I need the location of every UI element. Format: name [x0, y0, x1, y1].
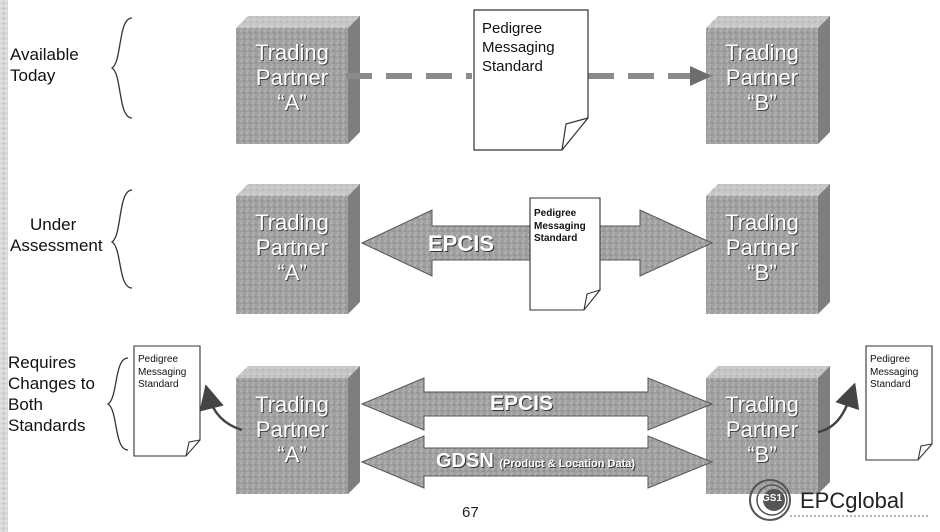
cube-partner-b-row2 [706, 184, 830, 314]
row-label-available: Available Today [10, 45, 79, 85]
curved-arrow-to-right-doc [817, 382, 860, 434]
epcis-label-row2: EPCIS [428, 231, 495, 256]
gs1-logo-badge [749, 479, 791, 521]
epcis-double-arrow-row3 [360, 377, 714, 431]
doc-row3-right [865, 345, 933, 461]
partner-a-label-row3: Trading Partner “A” [255, 392, 329, 467]
partner-a-label-row2: Trading Partner “A” [255, 210, 329, 285]
cube-partner-a-row1 [236, 16, 360, 144]
doc-row3-right-text: Pedigree Messaging Standard [870, 354, 919, 390]
left-sidebar-texture [0, 0, 8, 532]
doc-row2 [529, 197, 601, 311]
curved-arrow-to-left-doc [199, 384, 243, 432]
gdsn-label-row3: GDSN (Product & Location Data) [436, 450, 635, 473]
doc-row3-left [133, 345, 201, 457]
partner-a-label-row1: Trading Partner “A” [255, 40, 329, 115]
doc-row3-left-text: Pedigree Messaging Standard [138, 354, 187, 390]
dashed-arrow-head [690, 66, 712, 86]
partner-b-label-row3: Trading Partner “B” [725, 392, 799, 467]
partner-b-label-row1: Trading Partner “B” [725, 40, 799, 115]
gdsn-double-arrow-row3 [360, 435, 714, 489]
cube-partner-a-row2 [236, 184, 360, 314]
epcis-label-row3: EPCIS [490, 392, 554, 415]
gdsn-label: GDSN [436, 450, 494, 472]
brace-available [110, 17, 133, 119]
row-label-under-assessment: Under Assessment [10, 215, 103, 255]
row-label-requires-changes: Requires Changes to Both Standards [8, 353, 95, 435]
gdsn-sublabel: (Product & Location Data) [499, 458, 636, 470]
epcglobal-logo-text: EPCglobal [800, 488, 904, 513]
doc-row1-text: Pedigree Messaging Standard [482, 20, 555, 75]
brace-under [110, 189, 133, 289]
cube-partner-a-row3 [236, 366, 360, 494]
gs1-badge-text: GS1 [762, 493, 783, 504]
doc-row1 [473, 9, 589, 151]
doc-row2-text: Pedigree Messaging Standard [534, 208, 586, 244]
brace-requires [106, 357, 129, 451]
cube-partner-b-row3 [706, 366, 830, 494]
partner-b-label-row2: Trading Partner “B” [725, 210, 799, 285]
page-number: 67 [462, 504, 479, 521]
cube-partner-b-row1 [706, 16, 830, 144]
